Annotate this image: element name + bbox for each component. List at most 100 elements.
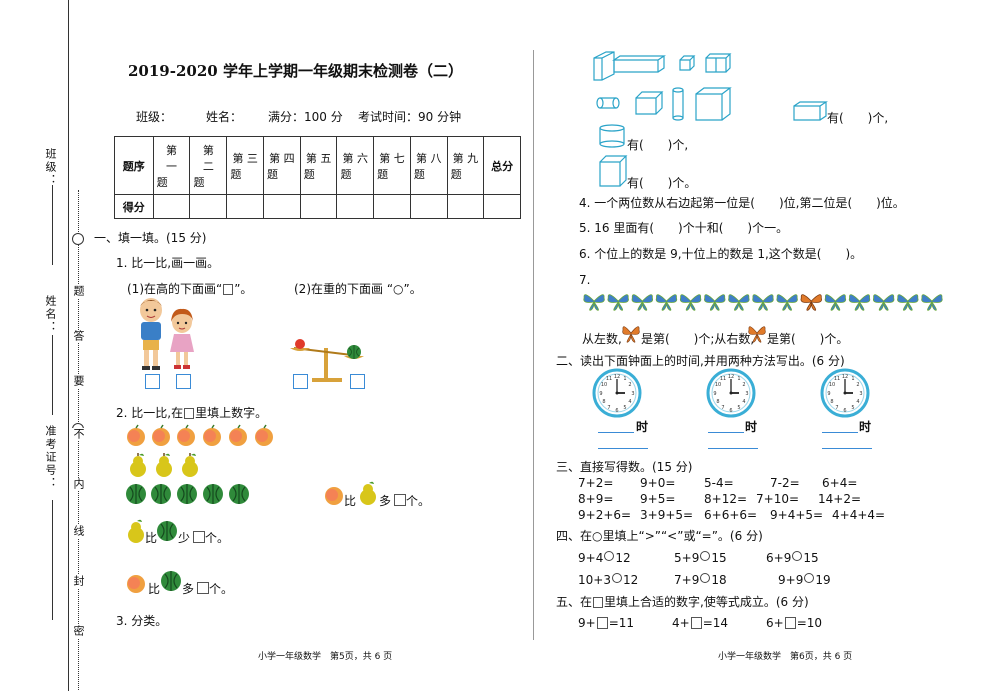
score-cell[interactable] [152, 194, 191, 219]
answer-box-short[interactable] [176, 374, 191, 389]
name-label-vertical: 姓名： [44, 295, 57, 334]
score-table: 题序 第 一题 第 二题 第 三题 第 四题 第 五题 第 六题 第 七题 第 … [114, 136, 521, 219]
compare-word: 比 [145, 531, 158, 545]
compare-more: 多 [182, 582, 195, 596]
question-2: 2. 比一比,在里填上数字。 [116, 406, 268, 420]
section-5-heading: 五、在里填上合适的数字,使等式成立。(6 分) [556, 595, 809, 609]
hour-unit: 时 [859, 420, 872, 434]
blue-butterfly [728, 294, 750, 311]
col-9: 第 九题 [446, 136, 485, 195]
compare-circle[interactable] [604, 551, 615, 561]
score-cell[interactable] [373, 194, 411, 219]
square-symbol [184, 408, 195, 419]
question-1a: (1)在高的下面画“”。 [127, 282, 253, 296]
answer-box[interactable] [193, 531, 205, 543]
shape-answer-cube: 有( )个。 [627, 176, 697, 190]
square-symbol [593, 597, 604, 608]
score-cell-total[interactable] [483, 194, 521, 219]
question-1b: (2)在重的下面画 “○”。 [294, 282, 422, 296]
compare-circle[interactable] [804, 573, 815, 583]
clock-answer-2[interactable] [708, 420, 744, 433]
info-full-score: 满分：100 分 [268, 110, 343, 124]
fill-eq: 9+=11 [578, 616, 635, 630]
fill-box[interactable] [690, 617, 702, 629]
binding-strip: 班级： 姓名： 准考证号： 题 答 要 不 内 线 封 密 [0, 0, 90, 691]
shape-answer-cylinder: 有( )个, [627, 138, 689, 152]
answer-box-right-pan[interactable] [350, 374, 365, 389]
seal-char: 不 [70, 428, 86, 441]
arith: 3+9+5= [640, 508, 694, 522]
cuboid-icon [793, 101, 828, 121]
orange-butterfly [800, 294, 822, 311]
score-cell[interactable] [336, 194, 375, 219]
peach-row [126, 424, 274, 447]
question-7: 7. [579, 273, 591, 287]
question-4: 4. 一个两位数从右边起第一位是( )位,第二位是( )位。 [579, 196, 905, 210]
blue-butterfly [872, 294, 895, 311]
clock-answer-1b[interactable] [598, 438, 648, 449]
section-3-heading: 三、直接写得数。(15 分) [556, 460, 693, 474]
boy-figure [140, 298, 162, 370]
children-illustration [140, 298, 194, 370]
arith: 7-2= [770, 476, 800, 490]
score-cell[interactable] [226, 194, 265, 219]
clock-answer-1[interactable] [598, 420, 634, 433]
class-label-vertical: 班级： [44, 148, 57, 187]
orange-butterfly-icon [748, 326, 766, 343]
clock-answer-2b[interactable] [708, 438, 758, 449]
question-1: 1. 比一比,画一画。 [116, 256, 220, 270]
score-cell[interactable] [299, 194, 338, 219]
clock-answer-3[interactable] [822, 420, 858, 433]
exam-id-label-vertical: 准考证号： [44, 425, 57, 490]
score-cell[interactable] [189, 194, 228, 219]
score-cell[interactable] [263, 194, 301, 219]
peach-icon [127, 575, 145, 593]
shape-answer-cuboid: 有( )个, [827, 111, 889, 125]
col-4: 第 四题 [263, 136, 301, 195]
answer-box[interactable] [394, 494, 406, 506]
balance-scale-illustration [290, 339, 364, 382]
col-2: 第 二题 [189, 136, 228, 195]
seal-char: 答 [70, 330, 86, 343]
clock-answer-3b[interactable] [822, 438, 872, 449]
butterfly-row [583, 294, 943, 311]
fill-eq: 4+=14 [672, 616, 729, 630]
hour-unit: 时 [636, 420, 649, 434]
fill-box[interactable] [784, 617, 796, 629]
seal-circle-1 [72, 233, 84, 245]
fill-box[interactable] [596, 617, 608, 629]
col-3: 第 三题 [226, 136, 265, 195]
answer-box[interactable] [197, 582, 209, 594]
compare-unit: 个。 [205, 531, 230, 545]
pear-icon [360, 481, 376, 505]
arith: 6+4= [822, 476, 858, 490]
arith: 5-4= [704, 476, 734, 490]
watermelon-row [126, 483, 250, 505]
answer-box-left-pan[interactable] [293, 374, 308, 389]
question-3: 3. 分类。 [116, 614, 168, 628]
clock-1 [592, 368, 642, 418]
question-6: 6. 个位上的数是 9,十位上的数是 1,这个数是( )。 [579, 247, 863, 261]
arith: 6+6+6= [704, 508, 758, 522]
fill-eq: 6+=10 [766, 616, 823, 630]
arithmetic-grid: 7+2= 9+0= 5-4= 7-2= 6+4= 8+9= 9+5= 8+12=… [578, 476, 918, 524]
square-symbol [223, 284, 234, 295]
answer-box-tall[interactable] [145, 374, 160, 389]
seal-char: 线 [70, 525, 86, 538]
compare-circle[interactable] [792, 551, 803, 561]
peach-icon [325, 487, 343, 505]
compare-circle[interactable] [700, 573, 711, 583]
compare-circle[interactable] [611, 573, 622, 583]
score-cell[interactable] [446, 194, 485, 219]
right-page-footer: 小学一年级数学 第6页，共 6 页 [718, 652, 853, 662]
info-time: 考试时间：90 分钟 [358, 110, 462, 124]
seal-char: 要 [70, 375, 86, 388]
score-cell[interactable] [409, 194, 448, 219]
compare-circle[interactable] [700, 551, 711, 561]
